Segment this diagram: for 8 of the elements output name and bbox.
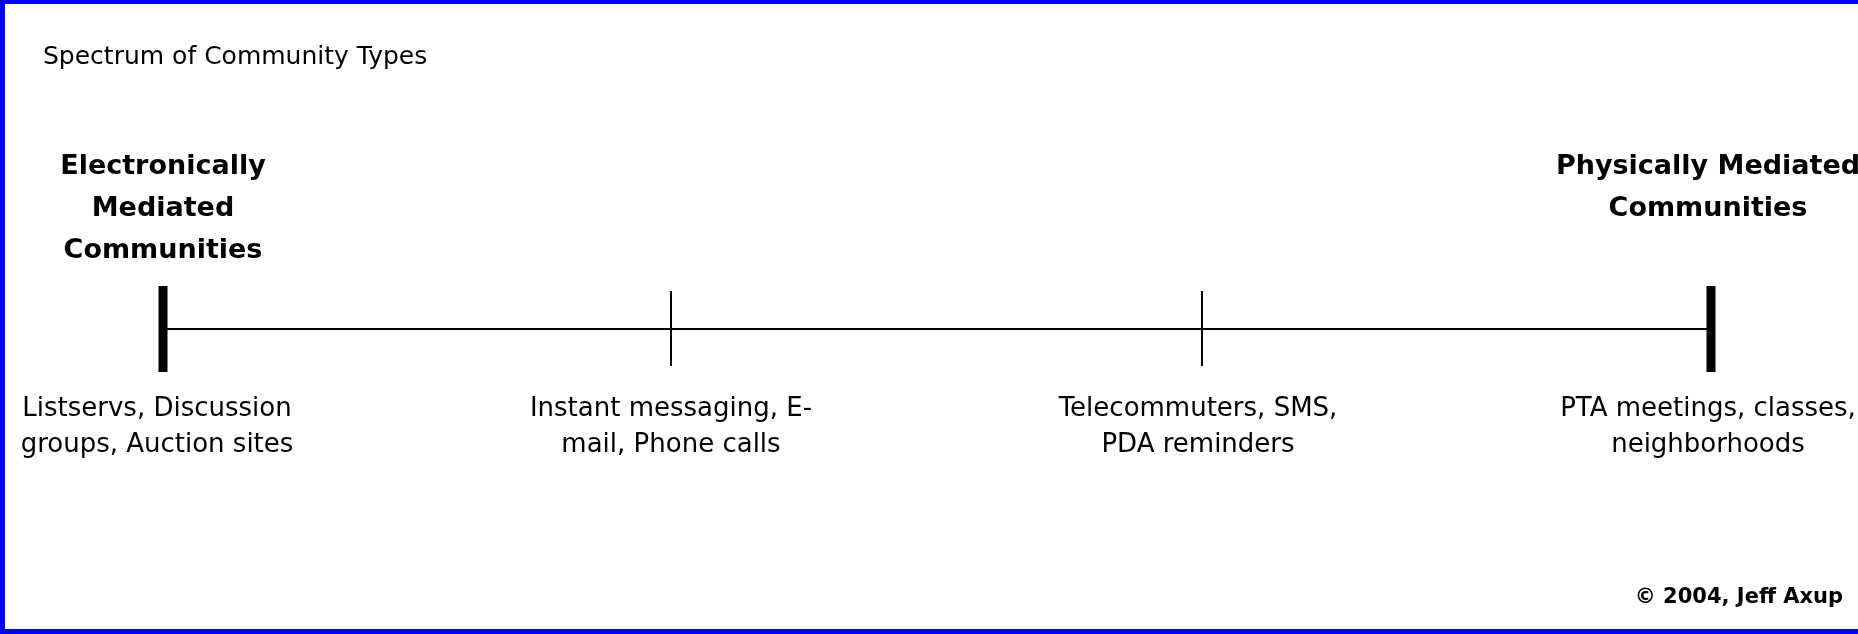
- example-list: Instant messaging, E-mail, Phone calls: [511, 389, 831, 461]
- example-list: PTA meetings, classes, neighborhoods: [1548, 389, 1858, 461]
- copyright-note: © 2004, Jeff Axup: [1634, 583, 1843, 610]
- example-list: Telecommuters, SMS, PDA reminders: [1038, 389, 1358, 461]
- spectrum-end-label: Physically Mediated Communities: [1554, 148, 1858, 224]
- example-list: Listservs, Discussion groups, Auction sites: [5, 389, 317, 461]
- diagram-title: Spectrum of Community Types: [43, 40, 428, 72]
- spectrum-end-label: Electronically Mediated Communities: [59, 148, 267, 266]
